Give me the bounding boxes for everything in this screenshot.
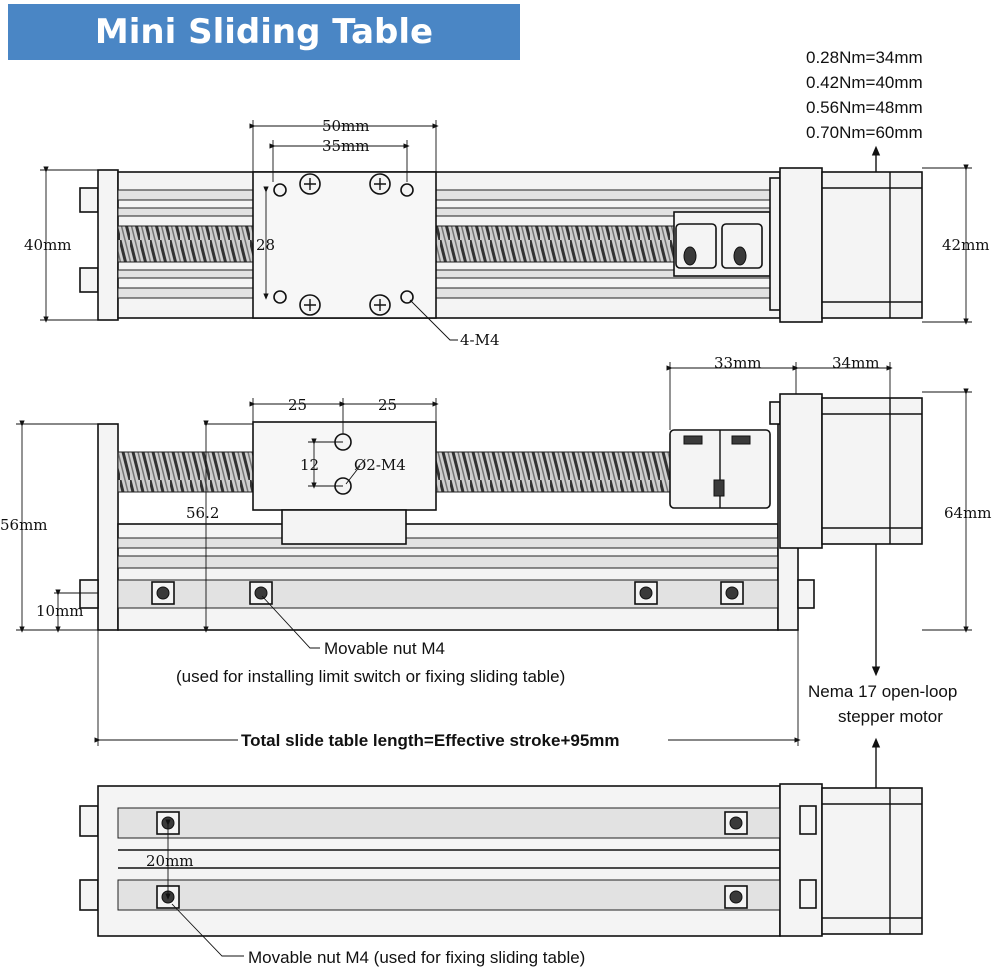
torque-item: 0.70Nm=60mm — [806, 123, 923, 142]
motor-label-line2: stepper motor — [838, 707, 943, 726]
mount-hole — [400, 183, 414, 197]
movable-nut — [249, 581, 273, 605]
movable-nut — [724, 811, 748, 835]
phillips-screw — [369, 294, 391, 316]
dim-12: 12 — [300, 456, 319, 474]
coupler-half — [721, 223, 763, 269]
stepper-motor — [821, 787, 923, 935]
side-view: 25 25 12 Ø2-M4 56.2 56mm 10mm 33mm 34mm — [0, 354, 992, 790]
title-banner: Mini Sliding Table — [8, 4, 520, 60]
motor-flange — [779, 393, 823, 549]
rail-groove — [117, 537, 779, 549]
motor-flange-shim — [769, 177, 781, 311]
carriage-base — [281, 509, 407, 545]
stepper-motor — [821, 171, 923, 319]
nut-label: Movable nut M4 — [324, 639, 445, 658]
nut-slot — [117, 579, 779, 609]
mount-hole — [273, 183, 287, 197]
torque-item: 0.56Nm=48mm — [806, 98, 923, 117]
coupler-screw — [731, 435, 751, 445]
coupler-screw — [683, 435, 703, 445]
torque-list: 0.28Nm=34mm 0.42Nm=40mm 0.56Nm=48mm 0.70… — [806, 48, 923, 178]
rail-groove — [117, 287, 781, 299]
torque-item: 0.42Nm=40mm — [806, 73, 923, 92]
coupler-half — [675, 223, 717, 269]
rail-groove — [117, 555, 779, 569]
dim-25-right: 25 — [378, 396, 397, 414]
motor-flange — [779, 167, 823, 323]
dim-56: 56mm — [0, 516, 48, 534]
phillips-screw — [299, 294, 321, 316]
end-stud — [799, 805, 817, 835]
total-length-label: Total slide table length=Effective strok… — [241, 731, 620, 750]
nut-slot — [117, 807, 781, 839]
dim-35: 35mm — [322, 137, 370, 155]
dim-42: 42mm — [942, 236, 990, 254]
dim-40: 40mm — [24, 236, 72, 254]
top-view: 50mm 35mm 40mm 28 42mm 4-M4 — [24, 117, 990, 349]
page-title: Mini Sliding Table — [94, 12, 434, 52]
dim-56-2: 56.2 — [186, 504, 219, 522]
dim-28: 28 — [256, 236, 275, 254]
dim-10: 10mm — [36, 602, 84, 620]
movable-nut — [724, 885, 748, 909]
end-stud — [799, 879, 817, 909]
coupler-screw — [733, 246, 747, 266]
motor-label-line1: Nema 17 open-loop — [808, 682, 957, 701]
rail-groove — [117, 189, 781, 201]
dim-64: 64mm — [944, 504, 992, 522]
nut-note: (used for installing limit switch or fix… — [176, 667, 565, 686]
end-stud — [79, 187, 99, 213]
bottom-view: 20mm Movable nut M4 (used for fixing sli… — [79, 783, 923, 967]
stepper-motor — [821, 397, 923, 545]
end-block-left — [97, 423, 119, 631]
hole-label: 4-M4 — [460, 331, 500, 349]
dim-20: 20mm — [146, 852, 194, 870]
dim-33: 33mm — [714, 354, 762, 372]
hole-label: Ø2-M4 — [354, 456, 406, 474]
end-stud — [797, 579, 815, 609]
movable-nut — [634, 581, 658, 605]
dim-34: 34mm — [832, 354, 880, 372]
nut-slot — [117, 879, 781, 911]
movable-nut — [720, 581, 744, 605]
motor-flange-shim — [769, 401, 781, 425]
mount-hole — [273, 290, 287, 304]
end-stud — [79, 267, 99, 293]
coupler-screw — [683, 246, 697, 266]
end-stud — [79, 879, 99, 911]
phillips-screw — [369, 173, 391, 195]
dim-25-left: 25 — [288, 396, 307, 414]
phillips-screw — [299, 173, 321, 195]
dim-50: 50mm — [322, 117, 370, 135]
end-stud — [79, 579, 99, 609]
end-block-left — [97, 169, 119, 321]
nut-label: Movable nut M4 (used for fixing sliding … — [248, 948, 585, 967]
movable-nut — [151, 581, 175, 605]
end-stud — [79, 805, 99, 837]
torque-item: 0.28Nm=34mm — [806, 48, 923, 67]
